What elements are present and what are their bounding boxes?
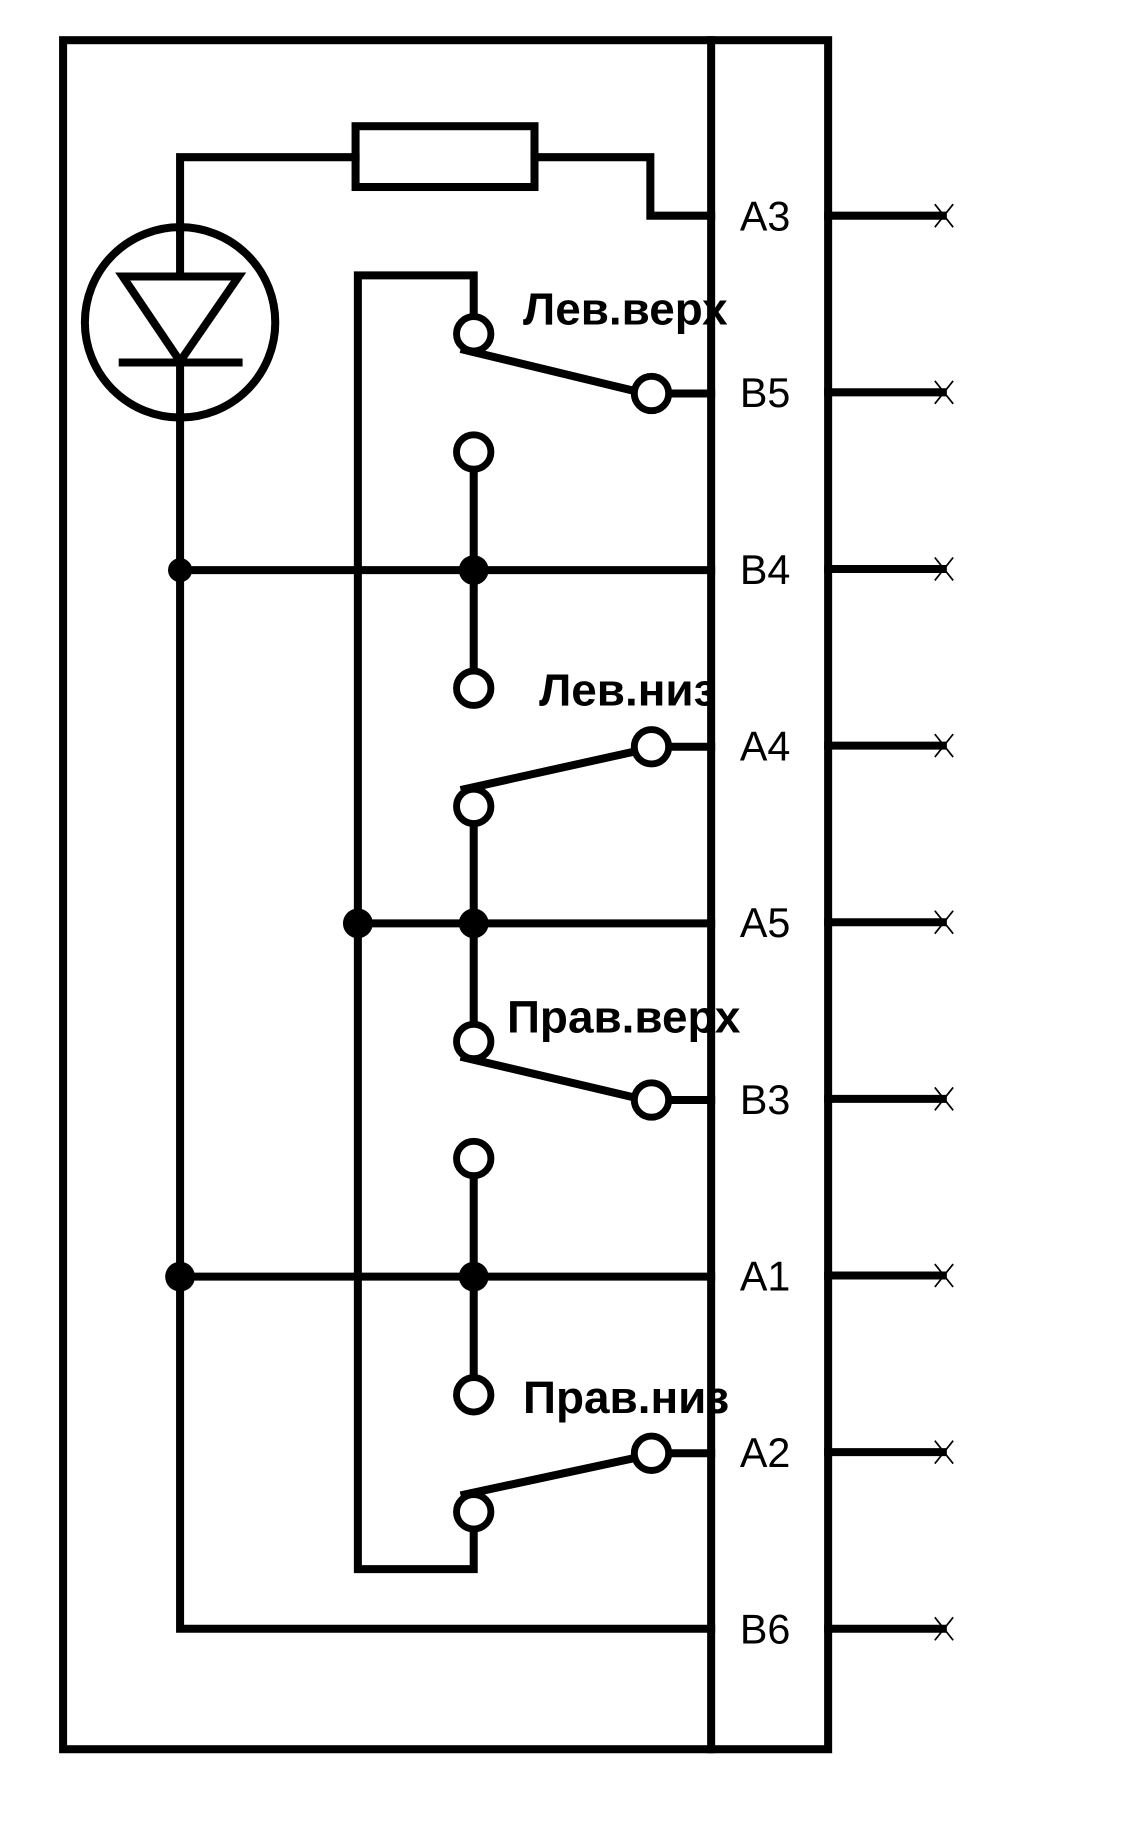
module-outline xyxy=(59,36,833,1754)
wire xyxy=(530,153,716,220)
connector-pin-b3: B3 xyxy=(740,1077,954,1123)
terminal-cross-icon xyxy=(934,1086,954,1111)
connector-pin-b6: B6 xyxy=(740,1607,954,1653)
connector-pin-a5: A5 xyxy=(740,900,954,946)
switch-lever xyxy=(459,345,641,397)
terminal-cross-icon xyxy=(934,910,954,935)
terminal-cross-icon xyxy=(934,556,954,581)
switch-label-right-top: Прав.верх xyxy=(507,990,741,1042)
pin-label: B6 xyxy=(740,1607,791,1653)
terminal-cross-icon xyxy=(934,380,954,405)
connector-pin-a4: A4 xyxy=(740,724,954,770)
switch-contacts xyxy=(453,313,673,1533)
terminal-cross-icon xyxy=(934,1440,954,1465)
pin-label: A1 xyxy=(740,1253,791,1299)
terminal-cross-icon xyxy=(934,1616,954,1641)
connector-pin-a2: A2 xyxy=(740,1430,954,1476)
pin-label: A3 xyxy=(740,194,791,240)
pin-label: B5 xyxy=(740,370,791,416)
pin-label: B3 xyxy=(740,1077,791,1123)
wire xyxy=(176,358,716,1633)
connector-pin-a3: A3 xyxy=(740,194,954,240)
connector-pin-b5: B5 xyxy=(740,370,954,416)
switch-lever xyxy=(459,1052,641,1103)
connector-pin-a1: A1 xyxy=(740,1253,954,1299)
switch-label-left-bottom: Лев.низ xyxy=(539,663,716,715)
switch-lever xyxy=(459,746,641,794)
pin-label: A2 xyxy=(740,1430,791,1476)
terminal-cross-icon xyxy=(934,203,954,228)
terminal-cross-icon xyxy=(934,733,954,758)
pin-label: B4 xyxy=(740,547,791,593)
switch-label-left-top: Лев.верх xyxy=(523,283,728,335)
pin-label: A4 xyxy=(740,724,791,770)
pin-label: A5 xyxy=(740,900,791,946)
wire xyxy=(176,153,360,234)
switch-label-right-bottom: Прав.низ xyxy=(523,1371,729,1423)
switch-lever xyxy=(459,1453,641,1500)
junction-dots xyxy=(165,555,489,1292)
resistor xyxy=(351,122,539,192)
connector-pin-b4: B4 xyxy=(740,547,954,593)
terminal-cross-icon xyxy=(934,1263,954,1288)
